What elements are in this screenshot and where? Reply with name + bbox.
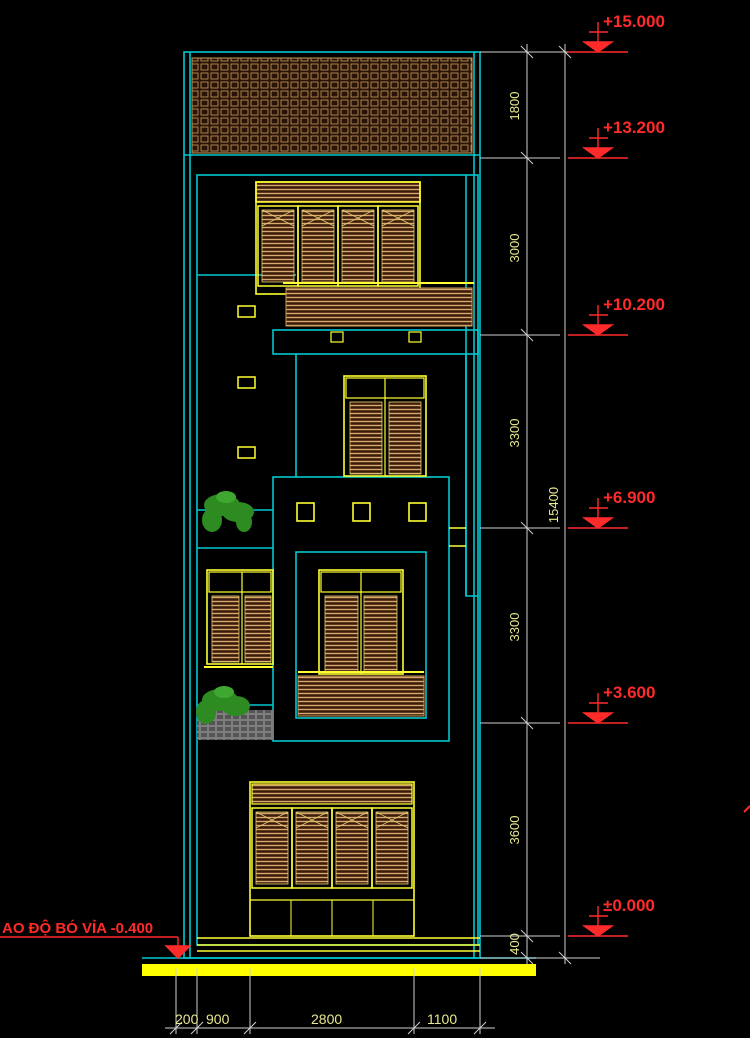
level-6900: +6.900 bbox=[603, 488, 655, 507]
vertical-dimension-lines bbox=[480, 44, 600, 965]
dim-3300-lower: 3300 bbox=[507, 613, 522, 642]
second-floor-left-window bbox=[204, 569, 274, 668]
level-10200: +10.200 bbox=[603, 295, 665, 314]
dim-1800: 1800 bbox=[507, 92, 522, 121]
dim-200: 200 bbox=[175, 1011, 199, 1027]
level-13200: +13.200 bbox=[603, 118, 665, 137]
third-floor-window bbox=[343, 375, 427, 477]
dim-3000: 3000 bbox=[507, 234, 522, 263]
level-15000: +15.000 bbox=[603, 12, 665, 31]
frame-vents bbox=[296, 502, 427, 522]
foliage-lower bbox=[196, 686, 250, 724]
roof-brick-parapet bbox=[191, 57, 473, 154]
ground-floor-door bbox=[249, 781, 415, 937]
dim-total-15400: 15400 bbox=[546, 487, 561, 523]
foliage-upper bbox=[202, 491, 254, 532]
edge-mark bbox=[743, 805, 750, 813]
curb-level-note: AO ĐỘ BÓ VỈA -0.400 bbox=[2, 919, 153, 937]
wall-vents bbox=[237, 305, 256, 459]
dim-900: 900 bbox=[206, 1011, 230, 1027]
dim-400: 400 bbox=[507, 933, 522, 955]
dim-3600: 3600 bbox=[507, 816, 522, 845]
dim-3300-upper: 3300 bbox=[507, 419, 522, 448]
horizontal-dimension-lines bbox=[165, 968, 495, 1035]
second-floor-center-window bbox=[297, 569, 425, 717]
level-3600: +3.600 bbox=[603, 683, 655, 702]
top-balcony-railing bbox=[283, 282, 474, 343]
dim-2800: 2800 bbox=[311, 1011, 342, 1027]
level-markers bbox=[568, 22, 628, 937]
curb-level-marker bbox=[0, 936, 192, 959]
top-floor-window bbox=[255, 181, 421, 295]
ground-line bbox=[142, 964, 536, 976]
dim-1100: 1100 bbox=[427, 1011, 457, 1027]
level-0000: ±0.000 bbox=[603, 896, 655, 915]
